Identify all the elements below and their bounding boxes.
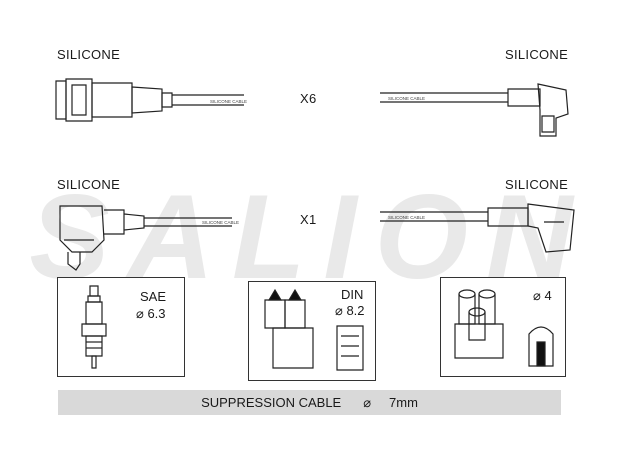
sae-label: SAE <box>140 289 167 304</box>
row1-left-label: SILICONE <box>57 47 121 62</box>
terminal-socket-icon <box>528 326 554 367</box>
terminal-diameter: ⌀ 4 <box>533 288 552 304</box>
angled-boot-row2-right: SILICONE CABLE <box>380 203 575 253</box>
cable-diameter-value: 7mm <box>389 395 418 410</box>
row2-right-label: SILICONE <box>505 177 569 192</box>
din-terminal-icon <box>264 288 314 369</box>
suppression-cable-text: SUPPRESSION CABLE <box>201 395 342 410</box>
distributor-terminal-icon <box>454 289 504 359</box>
row2-quantity: X1 <box>300 212 317 227</box>
connector-box-sae: SAE ⌀ 6.3 <box>57 277 185 377</box>
angled-boot-row1: SILICONE CABLE <box>380 83 569 137</box>
row1-quantity: X6 <box>300 91 317 106</box>
connector-box-din: DIN ⌀ 8.2 <box>248 281 376 381</box>
spark-plug-icon <box>81 285 107 369</box>
diameter-symbol: ⌀ <box>136 306 144 321</box>
angled-boot-row2: SILICONE CABLE <box>59 205 239 271</box>
diameter-symbol: ⌀ <box>335 303 343 318</box>
cable-print: SILICONE CABLE <box>210 99 247 104</box>
row1-right-label: SILICONE <box>505 47 569 62</box>
diameter-symbol: ⌀ <box>533 288 541 303</box>
cable-print: SILICONE CABLE <box>202 220 239 225</box>
cable-diameter-symbol: ⌀ <box>363 394 372 410</box>
suppression-cable-bar: SUPPRESSION CABLE ⌀ 7mm <box>58 390 561 415</box>
din-diameter-value: 8.2 <box>346 303 365 318</box>
terminal-diameter-value: 4 <box>544 288 552 303</box>
din-diameter: ⌀ 8.2 <box>335 303 365 319</box>
sae-diameter: ⌀ 6.3 <box>136 306 166 322</box>
cable-print: SILICONE CABLE <box>388 215 425 220</box>
cable-print: SILICONE CABLE <box>388 96 425 101</box>
straight-boot-row1: SILICONE CABLE <box>55 78 247 122</box>
din-label: DIN <box>341 287 364 302</box>
sae-diameter-value: 6.3 <box>147 306 166 321</box>
row2-left-label: SILICONE <box>57 177 121 192</box>
din-socket-icon <box>336 325 364 371</box>
connector-box-4mm: ⌀ 4 <box>440 277 566 377</box>
